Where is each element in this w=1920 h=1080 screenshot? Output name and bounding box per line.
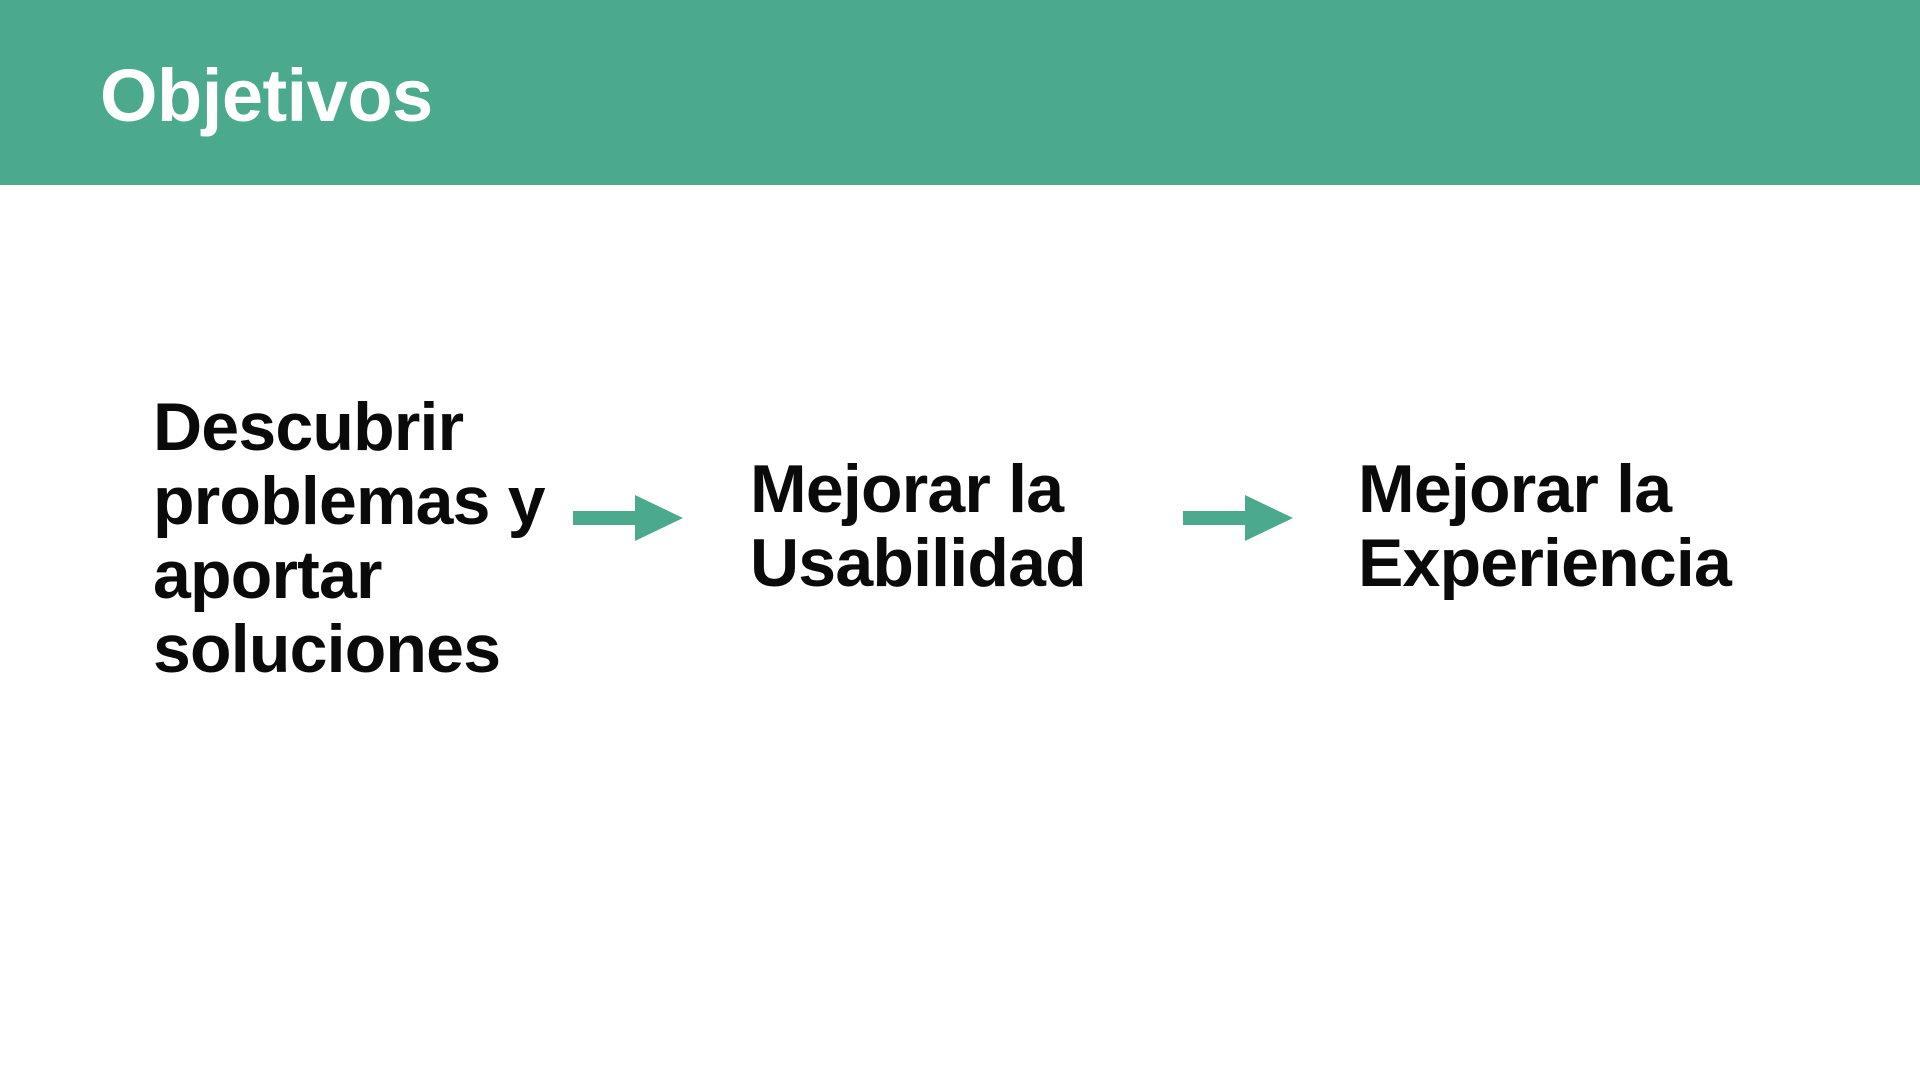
page-title: Objetivos	[100, 54, 433, 137]
flow-diagram: Descubrir problemas y aportar soluciones…	[0, 185, 1920, 1080]
flow-step-2: Mejorar la Usabilidad	[750, 451, 1087, 601]
header-band: Objetivos	[0, 0, 1920, 185]
right-arrow-icon	[1183, 495, 1293, 541]
flow-step-1: Descubrir problemas y aportar soluciones	[153, 389, 546, 687]
flow-step-3: Mejorar la Experiencia	[1358, 451, 1732, 601]
right-arrow-icon	[573, 495, 683, 541]
